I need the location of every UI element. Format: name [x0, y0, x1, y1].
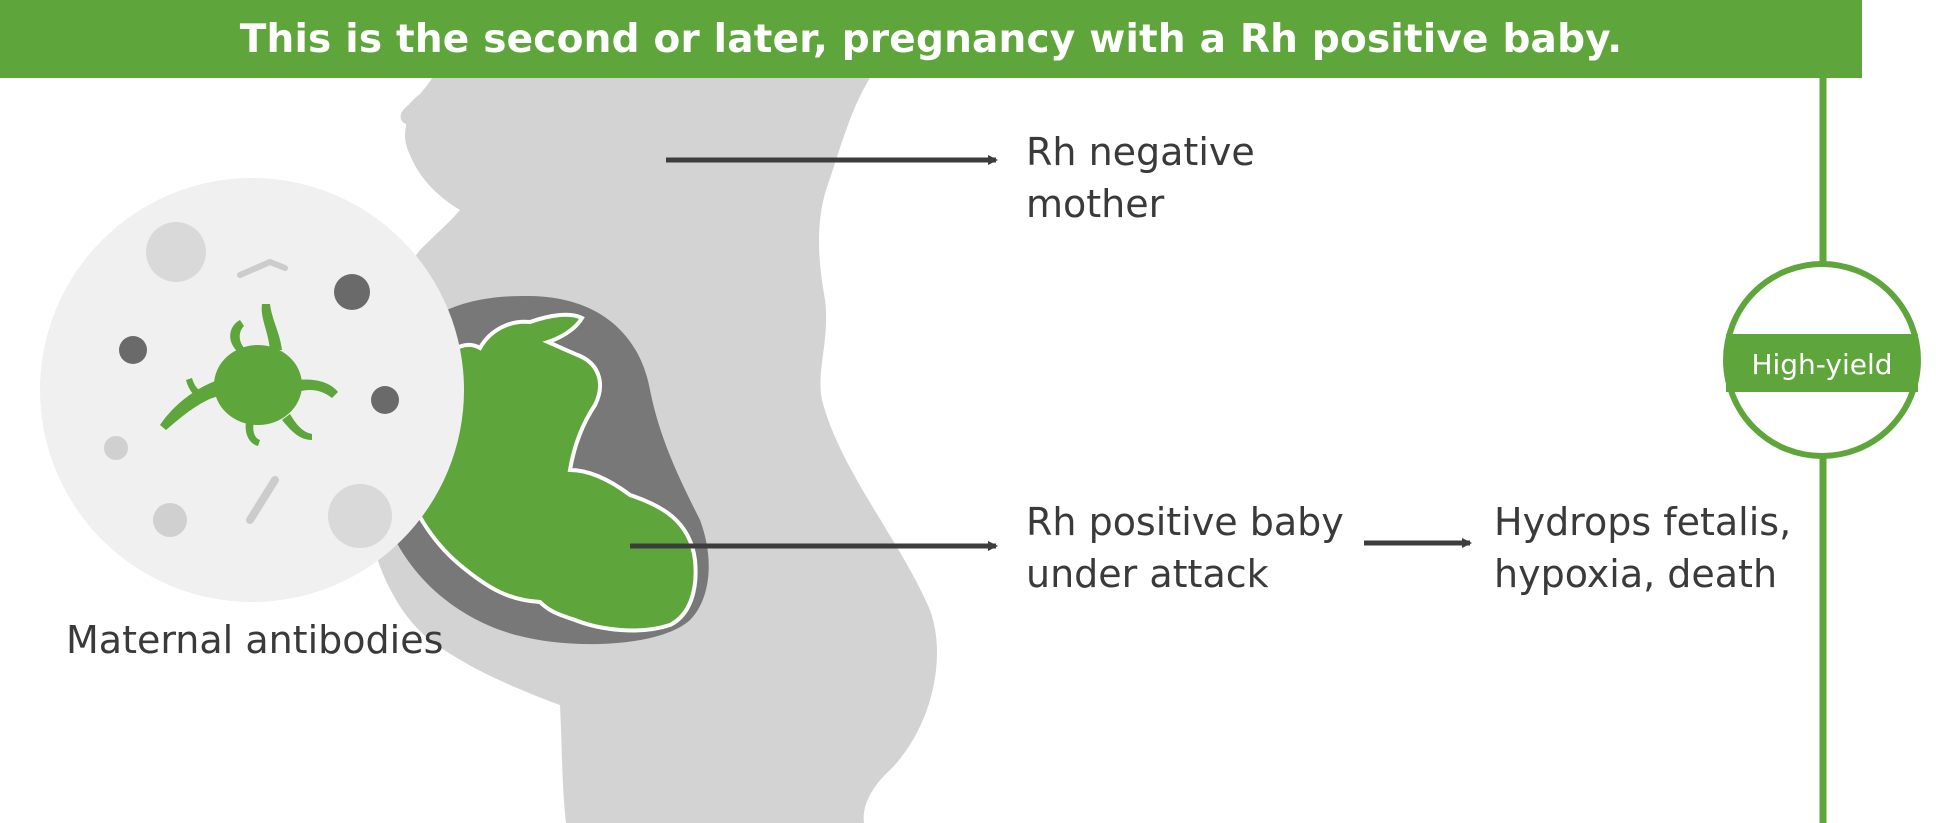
- high-yield-label: High-yield: [1751, 347, 1893, 381]
- label-outcome: Hydrops fetalis, hypoxia, death: [1494, 500, 1792, 596]
- label-maternal-antibodies: Maternal antibodies: [66, 618, 444, 662]
- label-rh-positive-baby: Rh positive baby under attack: [1026, 500, 1344, 596]
- header-title: This is the second or later, pregnancy w…: [239, 16, 1623, 62]
- immune-cell: [160, 304, 338, 446]
- fetus: [393, 312, 698, 633]
- antibody-cells: [104, 222, 399, 548]
- header-banner: This is the second or later, pregnancy w…: [0, 0, 1862, 78]
- label-rh-negative-mother: Rh negative mother: [1026, 130, 1255, 226]
- high-yield-badge: [1723, 261, 1921, 459]
